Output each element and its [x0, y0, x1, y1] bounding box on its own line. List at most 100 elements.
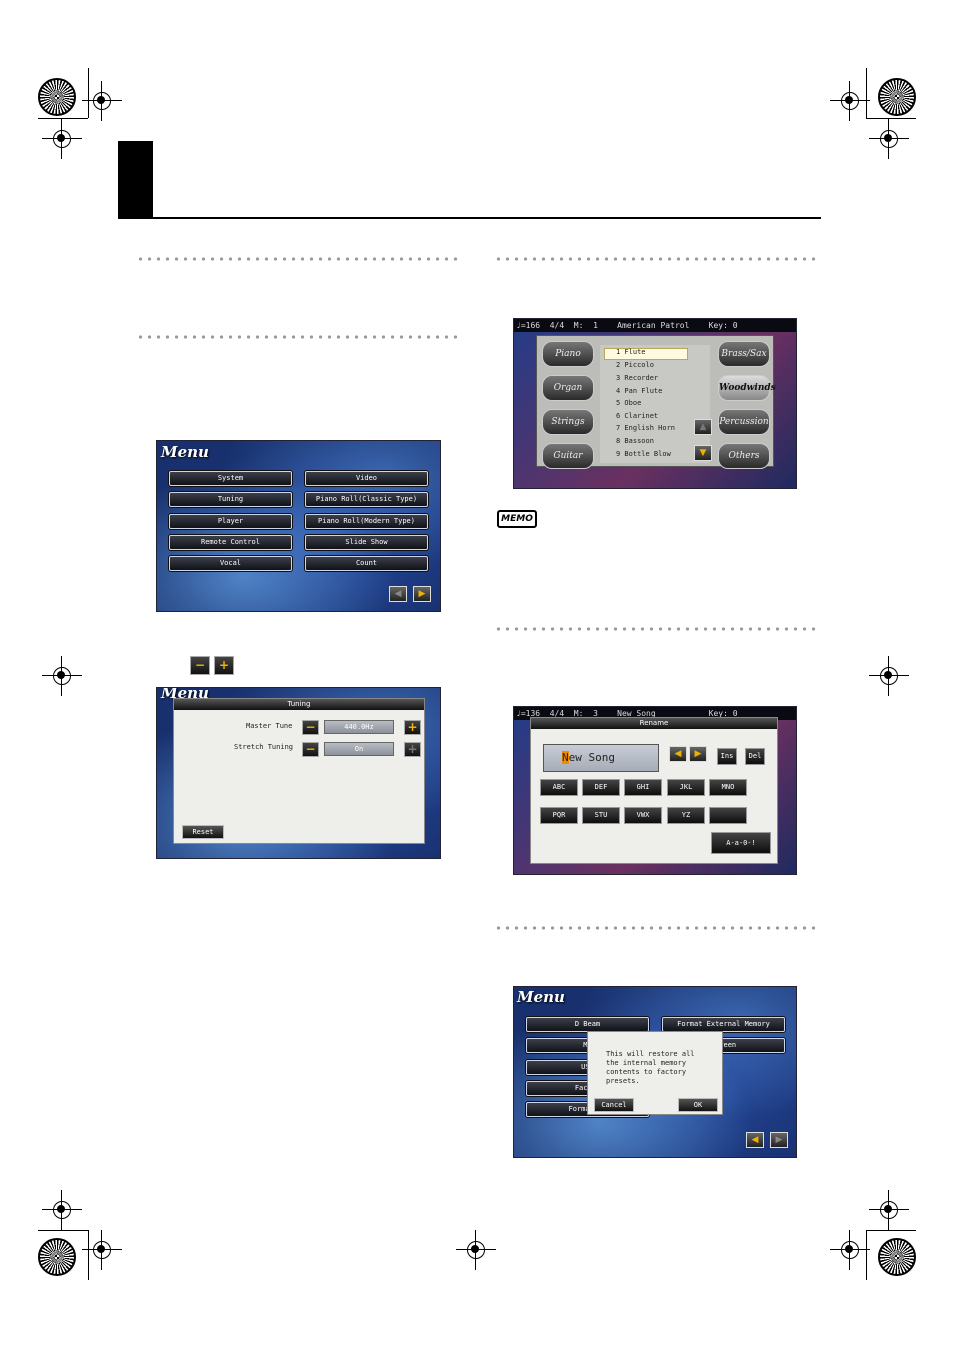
dialog-title: Rename — [531, 718, 777, 729]
key-def[interactable]: DEF — [582, 779, 620, 796]
piano-roll-classic-button[interactable]: Piano Roll(Classic Type) — [305, 492, 428, 507]
registration-sunburst-icon — [878, 78, 916, 116]
rename-dialog: Rename New Song ◀ ▶ Ins Del ABC DEF GHI … — [530, 717, 778, 864]
key-ghi[interactable]: GHI — [624, 779, 662, 796]
prev-page-icon[interactable]: ◀ — [746, 1132, 764, 1148]
crosshair-icon — [869, 656, 909, 696]
crosshair-icon — [82, 81, 122, 121]
instrument-item[interactable]: 5 Oboe — [616, 399, 642, 407]
key-mno[interactable]: MNO — [709, 779, 747, 796]
section-divider — [136, 335, 460, 339]
menu-screenshot: Menu System Tuning Player Remote Control… — [156, 440, 441, 612]
crosshair-icon — [869, 1190, 909, 1230]
mode-button[interactable]: A-a-0-! — [711, 832, 771, 854]
section-divider — [494, 257, 818, 261]
status-bar: ♩=166 4/4 M: 1 American Patrol Key: 0 — [514, 319, 796, 332]
format-external-memory-button[interactable]: Format External Memory — [662, 1017, 785, 1032]
category-woodwinds[interactable]: Woodwinds — [718, 375, 776, 401]
count-button[interactable]: Count — [305, 556, 428, 571]
name-text: ew Song — [568, 751, 615, 764]
crop-mark — [866, 1230, 867, 1280]
menu-title: Menu — [517, 988, 565, 1006]
ok-button[interactable]: OK — [678, 1098, 718, 1112]
insert-button[interactable]: Ins — [717, 748, 737, 765]
instrument-item[interactable]: 2 Piccolo — [616, 361, 654, 369]
scroll-up-icon[interactable]: ▲ — [694, 419, 712, 435]
instrument-item[interactable]: 9 Bottle Blow — [616, 450, 671, 458]
category-others[interactable]: Others — [718, 443, 770, 469]
next-page-icon[interactable]: ▶ — [413, 586, 431, 602]
category-piano[interactable]: Piano — [542, 341, 594, 367]
stretch-tuning-minus-button[interactable]: − — [302, 742, 319, 757]
registration-sunburst-icon — [38, 78, 76, 116]
factory-reset-screenshot: Menu D Beam Mi USB Factor Format Us Form… — [513, 986, 797, 1158]
delete-button[interactable]: Del — [745, 748, 765, 765]
confirm-message: This will restore all the internal memor… — [606, 1050, 695, 1085]
chapter-tab — [118, 141, 153, 219]
master-tune-minus-button[interactable]: − — [302, 720, 319, 735]
memo-icon: MEMO — [497, 510, 537, 528]
crop-mark — [38, 1230, 88, 1231]
instrument-item[interactable]: 8 Bassoon — [616, 437, 654, 445]
prev-page-icon[interactable]: ◀ — [389, 586, 407, 602]
category-guitar[interactable]: Guitar — [542, 443, 594, 469]
crosshair-icon — [830, 81, 870, 121]
next-page-icon[interactable]: ▶ — [770, 1132, 788, 1148]
key-vwx[interactable]: VWX — [624, 807, 662, 824]
master-tune-label: Master Tune — [246, 722, 293, 730]
category-percussion[interactable]: Percussion — [718, 409, 770, 435]
category-brass-sax[interactable]: Brass/Sax — [718, 341, 770, 367]
instrument-item[interactable]: 4 Pan Flute — [616, 387, 663, 395]
scroll-down-icon[interactable]: ▼ — [694, 445, 712, 461]
instrument-item[interactable]: 6 Clarinet — [616, 412, 659, 420]
video-button[interactable]: Video — [305, 471, 428, 486]
remote-control-button[interactable]: Remote Control — [169, 535, 292, 550]
instrument-item[interactable]: 3 Recorder — [616, 374, 659, 382]
crop-mark — [866, 118, 916, 119]
slide-show-button[interactable]: Slide Show — [305, 535, 428, 550]
crop-mark — [866, 68, 867, 118]
tuning-screenshot: Menu Tuning Master Tune − 440.0Hz + Stre… — [156, 687, 441, 859]
reset-button[interactable]: Reset — [182, 825, 224, 839]
category-organ[interactable]: Organ — [542, 375, 594, 401]
piano-roll-modern-button[interactable]: Piano Roll(Modern Type) — [305, 514, 428, 529]
crop-mark — [88, 68, 89, 118]
cursor-right-icon[interactable]: ▶ — [689, 746, 707, 762]
key-yz[interactable]: YZ — [667, 807, 705, 824]
key-jkl[interactable]: JKL — [667, 779, 705, 796]
minus-icon: − — [190, 656, 210, 675]
crosshair-icon — [42, 1190, 82, 1230]
crosshair-icon — [42, 119, 82, 159]
name-field[interactable]: New Song — [543, 744, 659, 772]
master-tune-plus-button[interactable]: + — [404, 720, 421, 735]
tuning-dialog: Tuning Master Tune − 440.0Hz + Stretch T… — [173, 698, 425, 844]
crop-mark — [88, 1230, 89, 1280]
section-divider — [494, 926, 818, 930]
stretch-tuning-plus-button[interactable]: + — [404, 742, 421, 757]
tuning-button[interactable]: Tuning — [169, 492, 292, 507]
registration-sunburst-icon — [878, 1238, 916, 1276]
key-pqr[interactable]: PQR — [540, 807, 578, 824]
player-button[interactable]: Player — [169, 514, 292, 529]
key-stu[interactable]: STU — [582, 807, 620, 824]
crop-mark — [866, 1230, 916, 1231]
cursor-left-icon[interactable]: ◀ — [669, 746, 687, 762]
category-strings[interactable]: Strings — [542, 409, 594, 435]
cancel-button[interactable]: Cancel — [594, 1098, 634, 1112]
key-abc[interactable]: ABC — [540, 779, 578, 796]
dialog-title: Tuning — [174, 699, 424, 710]
key-space[interactable] — [709, 807, 747, 824]
instrument-item[interactable]: 7 English Horn — [616, 424, 676, 432]
vocal-button[interactable]: Vocal — [169, 556, 292, 571]
d-beam-button[interactable]: D Beam — [526, 1017, 649, 1032]
crop-mark — [38, 118, 88, 119]
crosshair-icon — [456, 1230, 496, 1270]
system-button[interactable]: System — [169, 471, 292, 486]
status-bar: ♩=136 4/4 M: 3 New Song Key: 0 — [514, 707, 796, 720]
instrument-item[interactable]: 1 Flute — [616, 348, 646, 356]
instrument-list — [600, 345, 710, 463]
crosshair-icon — [830, 1230, 870, 1270]
instrument-screenshot: ♩=166 4/4 M: 1 American Patrol Key: 0 Pi… — [513, 318, 797, 489]
menu-title: Menu — [161, 443, 209, 461]
crosshair-icon — [869, 119, 909, 159]
